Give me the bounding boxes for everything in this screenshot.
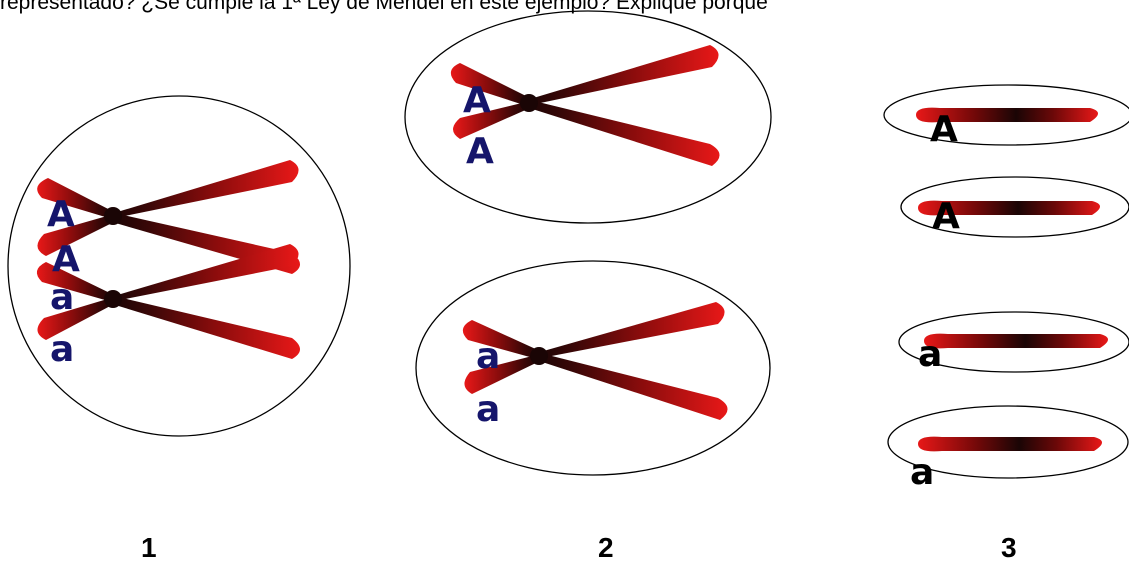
- allele-label-stage-3: a: [910, 452, 934, 493]
- cell-outline-stage-2-bottom: [415, 260, 771, 476]
- allele-label-stage-2-bottom: a: [476, 389, 500, 430]
- allele-label-stage-2-top: A: [466, 131, 494, 172]
- allele-label-stage-2-top: A: [463, 80, 491, 121]
- chromatid-stage-3-d: [918, 436, 1102, 452]
- allele-label-stage-1: a: [50, 277, 74, 318]
- chromatid-stage-3-c: [924, 333, 1108, 349]
- chromosome-stage-1-lower: [36, 244, 300, 359]
- stage-number-3: 3: [1001, 532, 1017, 563]
- cell-outline-stage-3-b: [900, 176, 1129, 238]
- cell-outline-stage-3-c: [898, 311, 1129, 373]
- question-text: representado? ¿Se cumple la 1ª Ley de Me…: [0, 0, 768, 14]
- allele-label-stage-2-bottom: a: [476, 336, 500, 377]
- allele-label-stage-1: A: [52, 239, 80, 280]
- allele-label-stage-3: A: [930, 109, 958, 150]
- chromosome-stage-2-top: [450, 45, 720, 166]
- allele-label-stage-3: A: [932, 196, 960, 237]
- chromatid-stage-3-b: [918, 200, 1100, 216]
- chromatid-stage-3-a: [916, 107, 1098, 123]
- stage-number-1: 1: [141, 532, 157, 563]
- allele-label-stage-3: a: [918, 334, 942, 375]
- cell-outline-stage-3-d: [887, 405, 1129, 479]
- allele-label-stage-1: A: [47, 194, 75, 235]
- cell-outline-stage-3-a: [883, 84, 1129, 146]
- cell-outline-stage-1: [7, 95, 351, 437]
- chromosome-stage-2-bottom: [462, 302, 728, 420]
- cell-outline-stage-2-top: [404, 10, 772, 224]
- stage-number-2: 2: [598, 532, 614, 563]
- allele-label-stage-1: a: [50, 329, 74, 370]
